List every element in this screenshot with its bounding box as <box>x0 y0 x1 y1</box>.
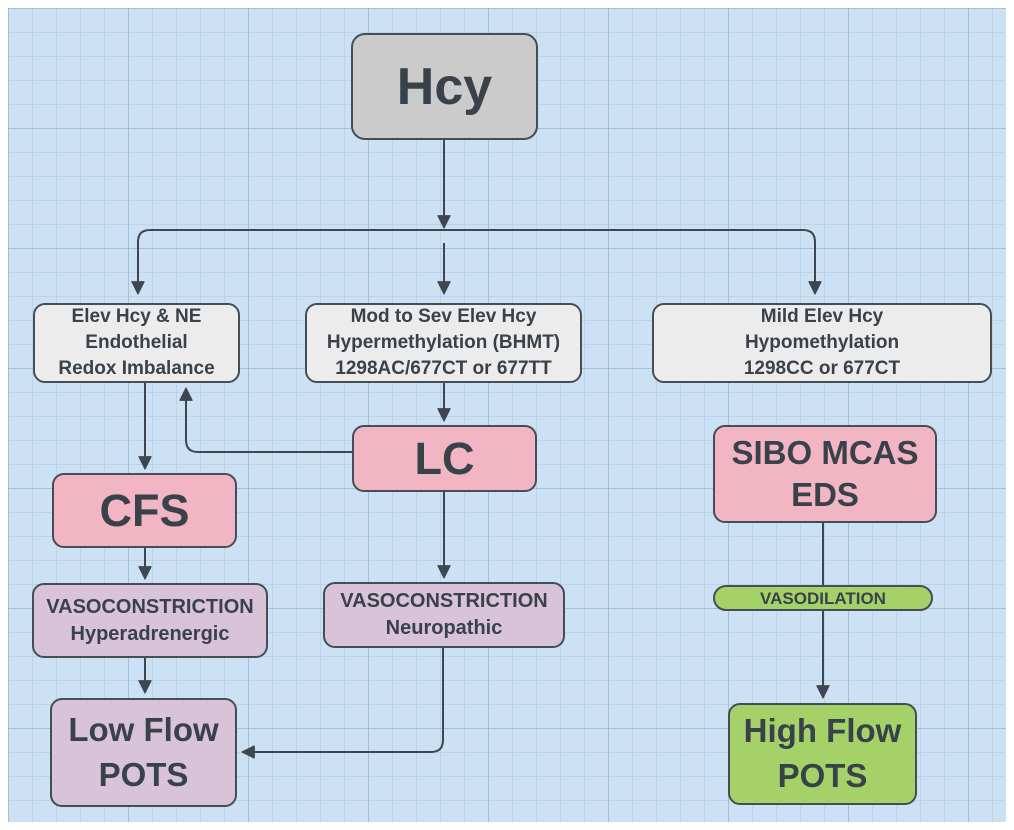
node-lowflow-line2: POTS <box>98 755 189 793</box>
node-vasodilation[interactable]: VASODILATION <box>713 585 933 611</box>
node-mild-line3: 1298CC or 677CT <box>743 357 901 379</box>
node-mod-line1: Mod to Sev Elev Hcy <box>350 306 537 328</box>
node-mild-line1: Mild Elev Hcy <box>760 306 884 328</box>
connector-vcneuro-lowflow <box>241 648 444 759</box>
node-vch-line1: VASOCONSTRICTION <box>46 595 254 618</box>
node-mod-line3: 1298AC/677CT or 677TT <box>335 357 552 379</box>
node-highflow-line1: High Flow <box>743 712 902 750</box>
node-vasoconstriction-neuropathic[interactable]: VASOCONSTRICTION Neuropathic <box>323 582 565 648</box>
node-elev-line2: Endothelial <box>85 332 188 354</box>
node-vcn-line1: VASOCONSTRICTION <box>340 590 548 612</box>
node-hcy-label: Hcy <box>396 57 493 116</box>
node-highflow-line2: POTS <box>777 757 868 794</box>
node-elev-hcy-ne[interactable]: Elev Hcy & NE Endothelial Redox Imbalanc… <box>33 303 240 383</box>
node-vasodilation-label: VASODILATION <box>760 588 886 608</box>
grid-canvas <box>8 8 1006 822</box>
node-sibo-line2: EDS <box>791 476 859 513</box>
connector-junction-mild <box>444 229 822 295</box>
node-mild-elev-hcy[interactable]: Mild Elev Hcy Hypomethylation 1298CC or … <box>652 303 992 383</box>
node-sibo-line1: SIBO MCAS <box>731 433 919 471</box>
connector-lc-elev <box>179 387 352 453</box>
node-high-flow-pots[interactable]: High Flow POTS <box>728 703 917 805</box>
node-mild-line2: Hypomethylation <box>744 332 900 354</box>
node-vasoconstriction-hyperadrenergic[interactable]: VASOCONSTRICTION Hyperadrenergic <box>32 583 268 658</box>
node-lowflow-line1: Low Flow <box>68 710 219 748</box>
node-vch-line2: Hyperadrenergic <box>70 622 230 645</box>
node-mod-sev-elev-hcy[interactable]: Mod to Sev Elev Hcy Hypermethylation (BH… <box>305 303 582 383</box>
node-elev-line1: Elev Hcy & NE <box>71 306 202 328</box>
node-lc-label: LC <box>414 433 475 484</box>
connector-junction-elev <box>131 229 444 295</box>
node-cfs-label: CFS <box>99 485 190 536</box>
node-sibo-mcas-eds[interactable]: SIBO MCAS EDS <box>713 425 937 523</box>
node-elev-line3: Redox Imbalance <box>58 357 215 379</box>
node-hcy[interactable]: Hcy <box>351 33 538 140</box>
node-vcn-line2: Neuropathic <box>385 617 503 639</box>
node-mod-line2: Hypermethylation (BHMT) <box>326 332 561 354</box>
node-cfs[interactable]: CFS <box>52 473 237 548</box>
node-low-flow-pots[interactable]: Low Flow POTS <box>50 698 237 807</box>
node-lc[interactable]: LC <box>352 425 537 492</box>
